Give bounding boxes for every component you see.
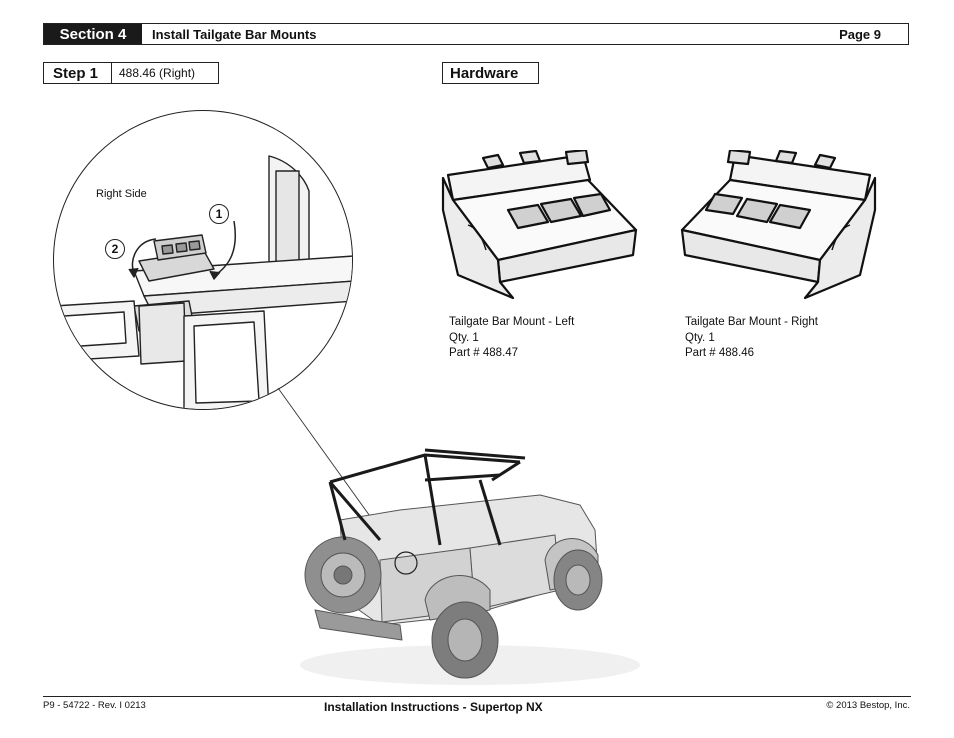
tailgate-detail-illustration [54, 155, 352, 409]
hardware-item-part: Part # 488.47 [449, 347, 519, 359]
right-side-label: Right Side [96, 188, 147, 200]
section-label: Section 4 [44, 24, 142, 44]
detail-callout-circle [53, 110, 353, 410]
footer-copyright: © 2013 Bestop, Inc. [826, 700, 910, 711]
section-title: Install Tailgate Bar Mounts [152, 26, 317, 42]
step-number-2: 2 [105, 239, 125, 259]
section-header: Section 4 Install Tailgate Bar Mounts Pa… [43, 23, 909, 45]
right-mount-illustration [680, 150, 877, 300]
footer-document-id: P9 - 54722 - Rev. I 0213 [43, 700, 146, 711]
step-label: Step 1 [44, 63, 112, 83]
hardware-item-name: Tailgate Bar Mount - Left [449, 316, 575, 328]
tailgate-location-marker [394, 551, 418, 575]
hardware-item-part: Part # 488.46 [685, 347, 755, 359]
hardware-item-name: Tailgate Bar Mount - Right [685, 316, 818, 328]
hardware-heading: Hardware [442, 62, 539, 84]
footer-divider [43, 696, 911, 697]
hardware-item-left: Tailgate Bar Mount - Left Qty. 1 Part # … [449, 315, 574, 362]
hardware-item-qty: Qty. 1 [449, 331, 479, 344]
step-box: Step 1 488.46 (Right) [43, 62, 219, 84]
hardware-item-right: Tailgate Bar Mount - Right Qty. 1 Part #… [685, 315, 818, 362]
hardware-item-qty: Qty. 1 [685, 331, 715, 344]
footer-title: Installation Instructions - Supertop NX [324, 700, 543, 714]
step-part: 488.46 (Right) [119, 66, 196, 80]
page-number: Page 9 [839, 26, 881, 42]
step-number-1: 1 [209, 204, 229, 224]
left-mount-illustration [441, 150, 638, 300]
